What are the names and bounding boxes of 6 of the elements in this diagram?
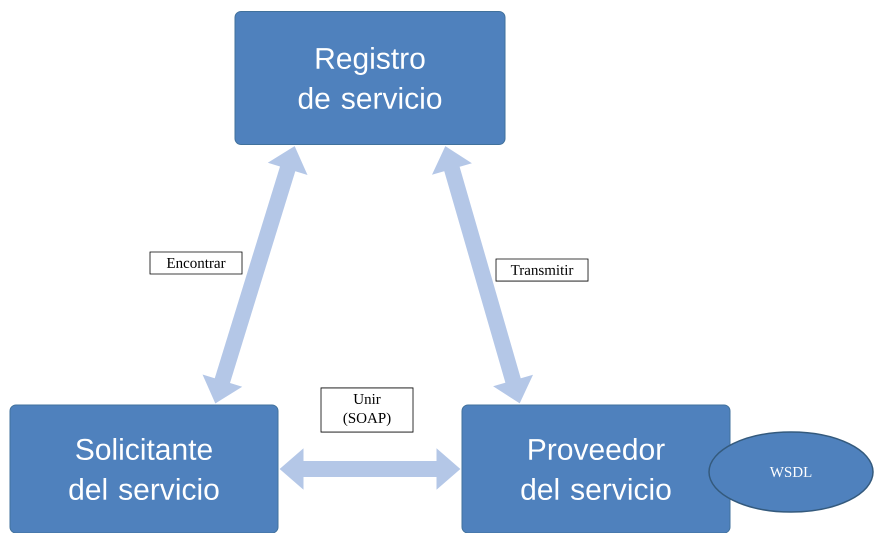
node-label: WSDL (770, 466, 812, 478)
edge-label: Transmitir (496, 258, 588, 282)
process-box: Registro de servicio (234, 11, 506, 145)
edge-label: Unir (SOAP) (320, 388, 414, 432)
process-box: Solicitante del servicio (10, 404, 278, 533)
edge-label: Encontrar (150, 252, 242, 274)
